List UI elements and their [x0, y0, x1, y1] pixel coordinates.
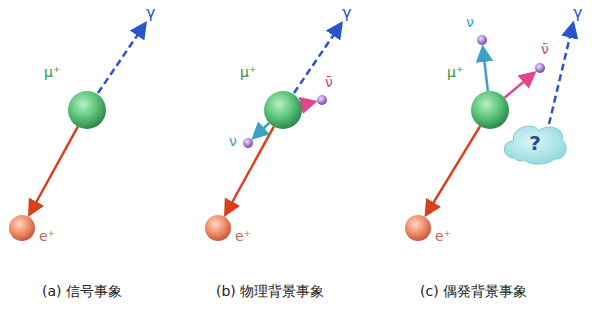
subcaption: (c) 偶発背景事象: [420, 282, 580, 301]
sphere: [535, 63, 545, 73]
antineutrino-dot: ν̄: [317, 95, 327, 105]
photon-label: γ: [342, 2, 351, 24]
particle-label: μ⁺: [240, 65, 256, 80]
decay-arrow: [483, 48, 488, 91]
particle-label: e⁺: [435, 229, 451, 244]
decay-arrow: [505, 73, 534, 98]
particle-label: μ⁺: [447, 65, 463, 80]
gamma-line: [549, 24, 573, 124]
particle-shape: [264, 91, 302, 129]
particle-label: ν̄: [541, 42, 549, 57]
particle-label: ν̄: [325, 75, 333, 90]
muon-sphere: μ⁺: [68, 91, 106, 129]
sphere: [264, 91, 302, 129]
particle-shape: [317, 95, 327, 105]
particle-label: ν: [229, 134, 237, 149]
decay-arrow: [301, 102, 314, 105]
cloud-outline: [504, 126, 566, 164]
sphere: [471, 91, 509, 129]
particle-shape: [205, 215, 231, 241]
decay-arrow: [226, 127, 274, 214]
positron-sphere: e⁺: [9, 215, 35, 241]
muon-sphere: μ⁺: [471, 91, 509, 129]
positron-sphere: e⁺: [405, 215, 431, 241]
decay-arrow: [30, 127, 78, 214]
particle-shape: [477, 35, 487, 45]
antineutrino-dot: ν̄: [535, 63, 545, 73]
unknown-cloud: ?: [503, 122, 567, 164]
unknown-mark: ?: [529, 132, 541, 154]
particle-shape: [68, 91, 106, 129]
photon-label: γ: [573, 2, 582, 24]
particle-shape: [243, 138, 253, 148]
particle-shape: [471, 91, 509, 129]
positron-sphere: e⁺: [205, 215, 231, 241]
sphere: [243, 138, 253, 148]
gamma-line: [98, 24, 145, 93]
decay-arrow: [426, 126, 480, 214]
neutrino-dot: ν: [243, 138, 253, 148]
photon-label: γ: [146, 2, 155, 24]
neutrino-dot: ν: [477, 35, 487, 45]
gamma-line: [294, 24, 341, 93]
particle-label: ν: [466, 15, 474, 30]
sphere: [317, 95, 327, 105]
sphere: [9, 215, 35, 241]
sphere: [477, 35, 487, 45]
particle-shape: [405, 215, 431, 241]
particle-shape: [9, 215, 35, 241]
sphere: [205, 215, 231, 241]
subcaption: (b) 物理背景事象: [216, 282, 328, 301]
particle-shape: [535, 63, 545, 73]
muon-sphere: μ⁺: [264, 91, 302, 129]
subcaption: (a) 信号事象: [42, 282, 192, 301]
sphere: [405, 215, 431, 241]
sphere: [68, 91, 106, 129]
decay-arrow: [254, 123, 269, 137]
particle-label: e⁺: [235, 229, 251, 244]
particle-label: μ⁺: [44, 65, 60, 80]
particle-label: e⁺: [39, 229, 55, 244]
